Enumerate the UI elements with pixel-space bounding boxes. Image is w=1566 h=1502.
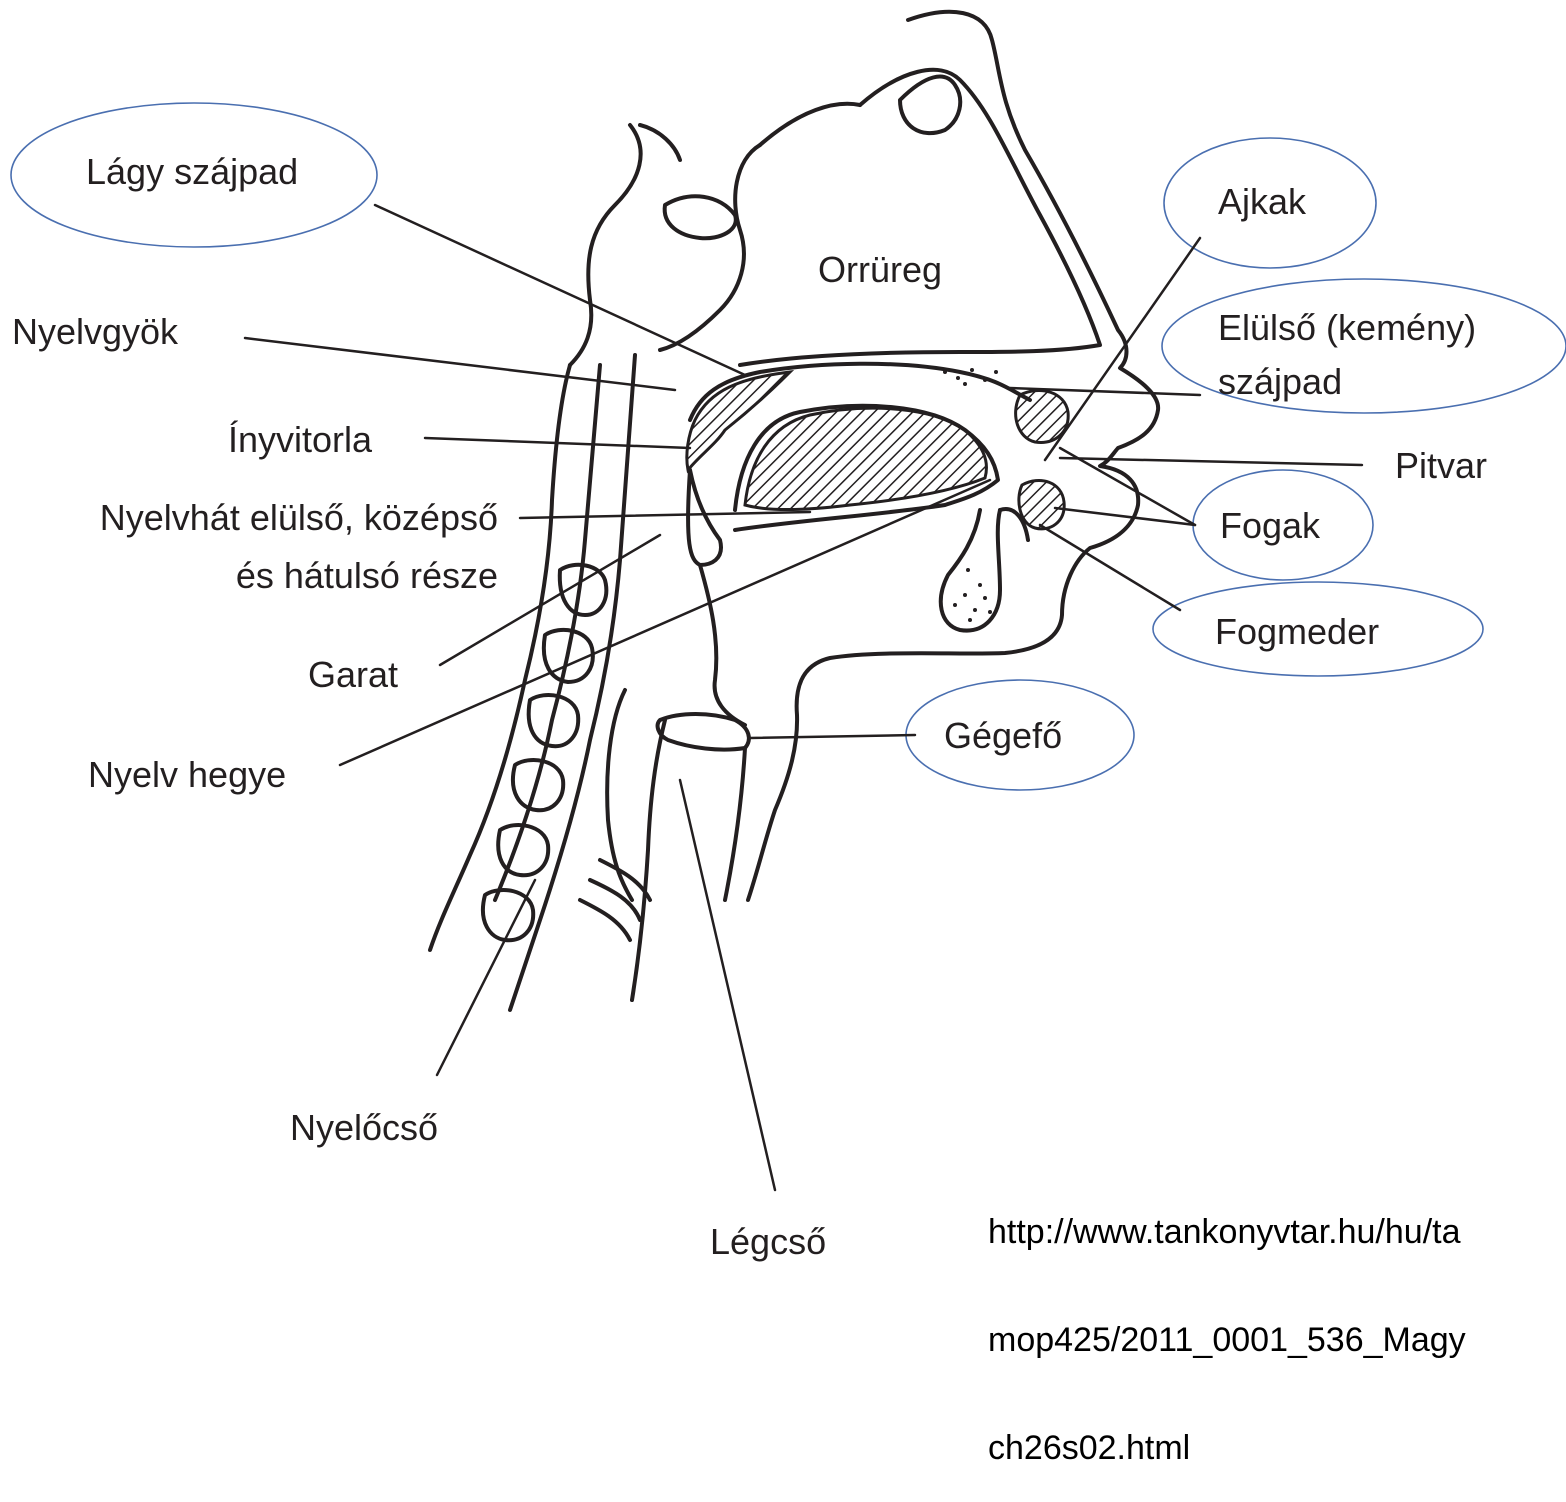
label-garat: Garat xyxy=(308,655,398,695)
tongue-hatch xyxy=(745,408,986,509)
label-fogak: Fogak xyxy=(1220,506,1320,546)
leader-gegefo xyxy=(750,735,915,738)
label-fogmeder: Fogmeder xyxy=(1215,612,1379,652)
label-pitvar: Pitvar xyxy=(1395,446,1487,486)
leader-legcso xyxy=(680,780,775,1190)
leader-nyelvhat xyxy=(520,512,810,518)
source-line-1: http://www.tankonyvtar.hu/hu/ta xyxy=(988,1214,1466,1250)
label-lagy-szajpad: Lágy szájpad xyxy=(86,152,298,192)
source-line-3: ch26s02.html xyxy=(988,1430,1466,1466)
label-nyelocso: Nyelőcső xyxy=(290,1108,438,1148)
leader-fogak-2 xyxy=(1055,508,1195,525)
label-inyvitorla: Ínyvitorla xyxy=(228,420,372,460)
lower-lip-hatch xyxy=(1019,480,1064,528)
source-line-2: mop425/2011_0001_536_Magy xyxy=(988,1322,1466,1358)
label-nyelv-hegye: Nyelv hegye xyxy=(88,755,286,795)
label-gegefo: Gégefő xyxy=(944,716,1062,756)
leader-fogmeder xyxy=(1040,525,1180,610)
leader-nyelvgyok xyxy=(245,338,675,390)
label-elulso-line2: szájpad xyxy=(1218,362,1342,402)
label-ajkak: Ajkak xyxy=(1218,182,1306,222)
upper-lip-hatch xyxy=(1016,390,1069,442)
source-citation: http://www.tankonyvtar.hu/hu/ta mop425/2… xyxy=(988,1142,1466,1502)
leader-lagy-szajpad xyxy=(375,205,745,375)
label-elulso-line1: Elülső (kemény) xyxy=(1218,308,1476,348)
label-nyelvhat-line2: és hátulsó része xyxy=(236,556,498,596)
label-nyelvhat-line1: Nyelvhát elülső, középső xyxy=(100,498,498,538)
label-legcso: Légcső xyxy=(710,1222,826,1262)
label-nyelvgyok: Nyelvgyök xyxy=(12,312,178,352)
label-orrureg: Orrüreg xyxy=(818,250,942,290)
